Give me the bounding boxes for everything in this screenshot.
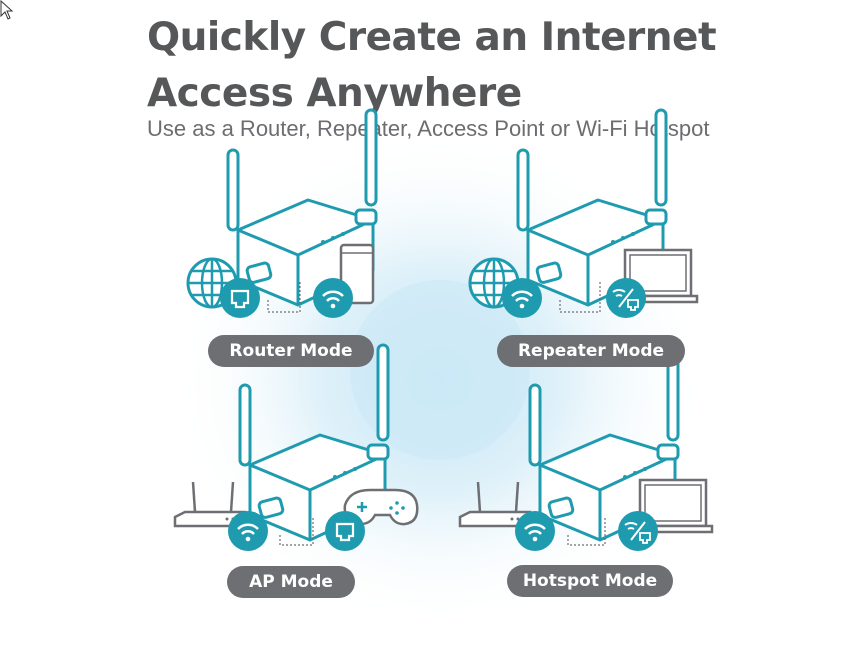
title-line-1: Quickly Create an Internet <box>147 15 717 60</box>
wifi-ethernet-icon <box>617 510 659 552</box>
hotspot-mode-label: Hotspot Mode <box>507 565 673 597</box>
ap-mode-label: AP Mode <box>227 566 355 598</box>
ethernet-icon <box>218 276 262 320</box>
wifi-icon <box>500 276 544 320</box>
hotspot-mode-scene <box>458 343 714 553</box>
mouse-cursor-icon <box>0 0 14 20</box>
page-subtitle: Use as a Router, Repeater, Access Point … <box>147 116 710 141</box>
router-mode-scene <box>186 108 378 320</box>
router-mode-label: Router Mode <box>208 335 374 367</box>
repeater-mode-scene <box>468 108 699 320</box>
ethernet-icon <box>323 509 367 553</box>
wifi-ethernet-icon <box>605 277 647 319</box>
wifi-icon <box>311 276 355 320</box>
ap-mode-scene <box>173 343 419 553</box>
repeater-mode-label: Repeater Mode <box>497 335 685 367</box>
wifi-icon <box>513 509 557 553</box>
wifi-icon <box>226 509 270 553</box>
title-line-2: Access Anywhere <box>147 71 522 116</box>
page-title: Quickly Create an Internet Access Anywhe… <box>147 10 717 122</box>
